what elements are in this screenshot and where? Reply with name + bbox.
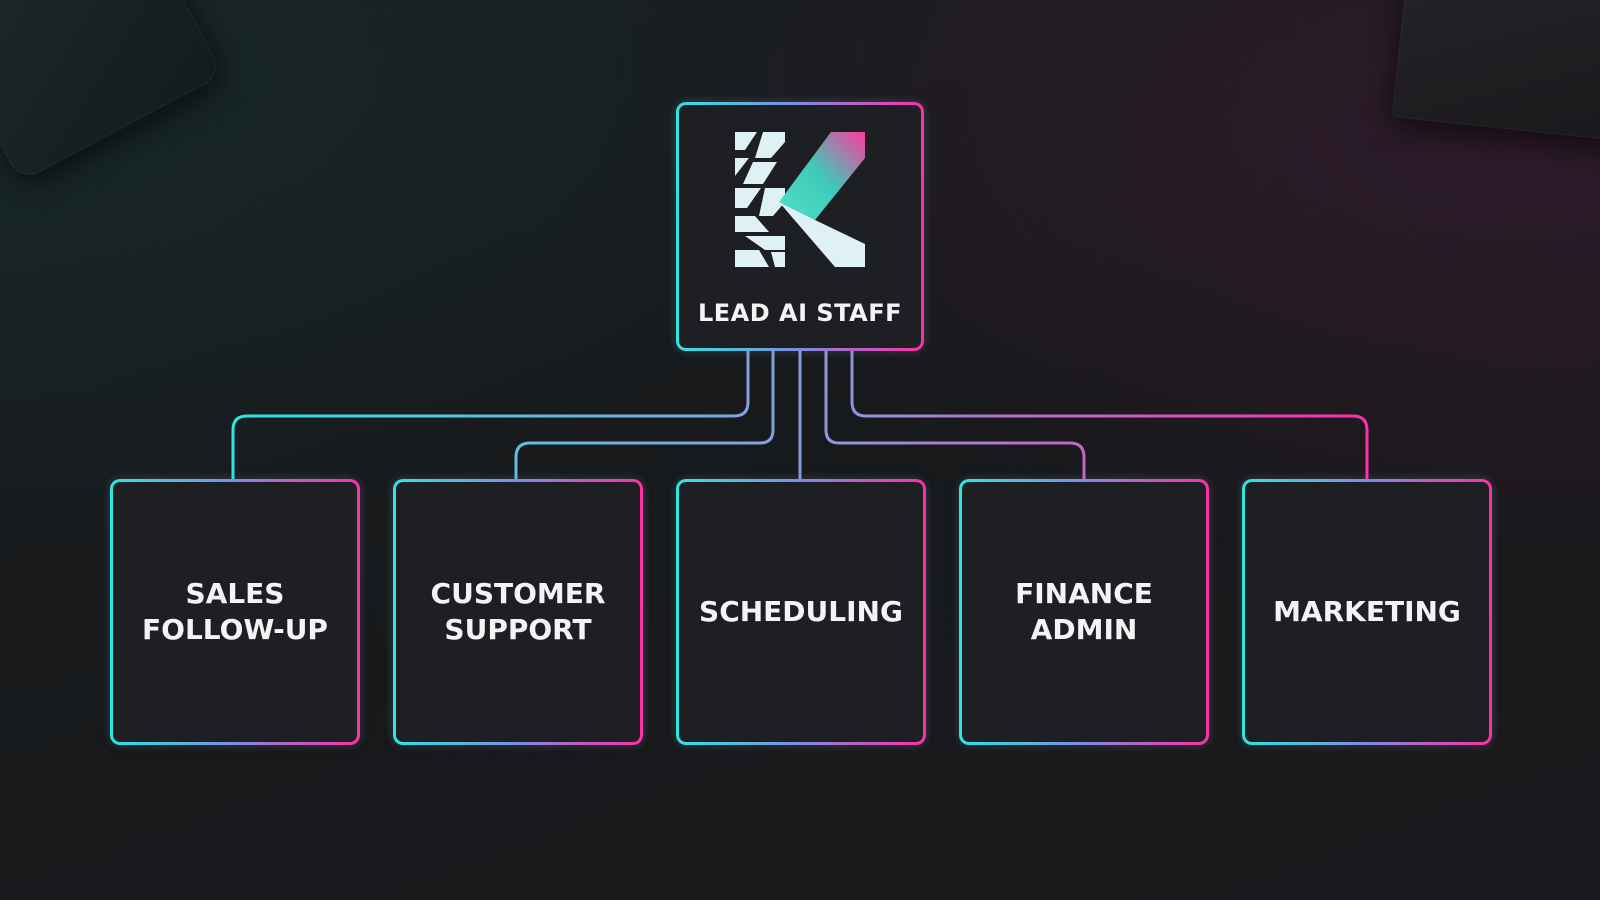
- lead-ai-staff-node[interactable]: LEAD AI STAFF: [676, 102, 924, 351]
- department-node-sales-follow-up[interactable]: SALES FOLLOW-UP: [110, 479, 360, 745]
- lead-title: LEAD AI STAFF: [697, 299, 903, 327]
- connector-marketing: [850, 349, 1369, 481]
- department-label: FINANCE ADMIN: [1015, 577, 1153, 646]
- connector-finance: [824, 349, 1086, 481]
- department-node-finance-admin[interactable]: FINANCE ADMIN: [959, 479, 1209, 745]
- department-node-marketing[interactable]: MARKETING: [1242, 479, 1492, 745]
- k-logo-icon: [735, 132, 865, 267]
- department-node-scheduling[interactable]: SCHEDULING: [676, 479, 926, 745]
- connector-sales: [231, 349, 750, 481]
- department-node-customer-support[interactable]: CUSTOMER SUPPORT: [393, 479, 643, 745]
- connector-support: [514, 349, 775, 481]
- department-label: SCHEDULING: [699, 595, 903, 628]
- department-label: MARKETING: [1273, 595, 1461, 628]
- department-label: SALES FOLLOW-UP: [142, 577, 328, 646]
- department-label: CUSTOMER SUPPORT: [430, 577, 606, 646]
